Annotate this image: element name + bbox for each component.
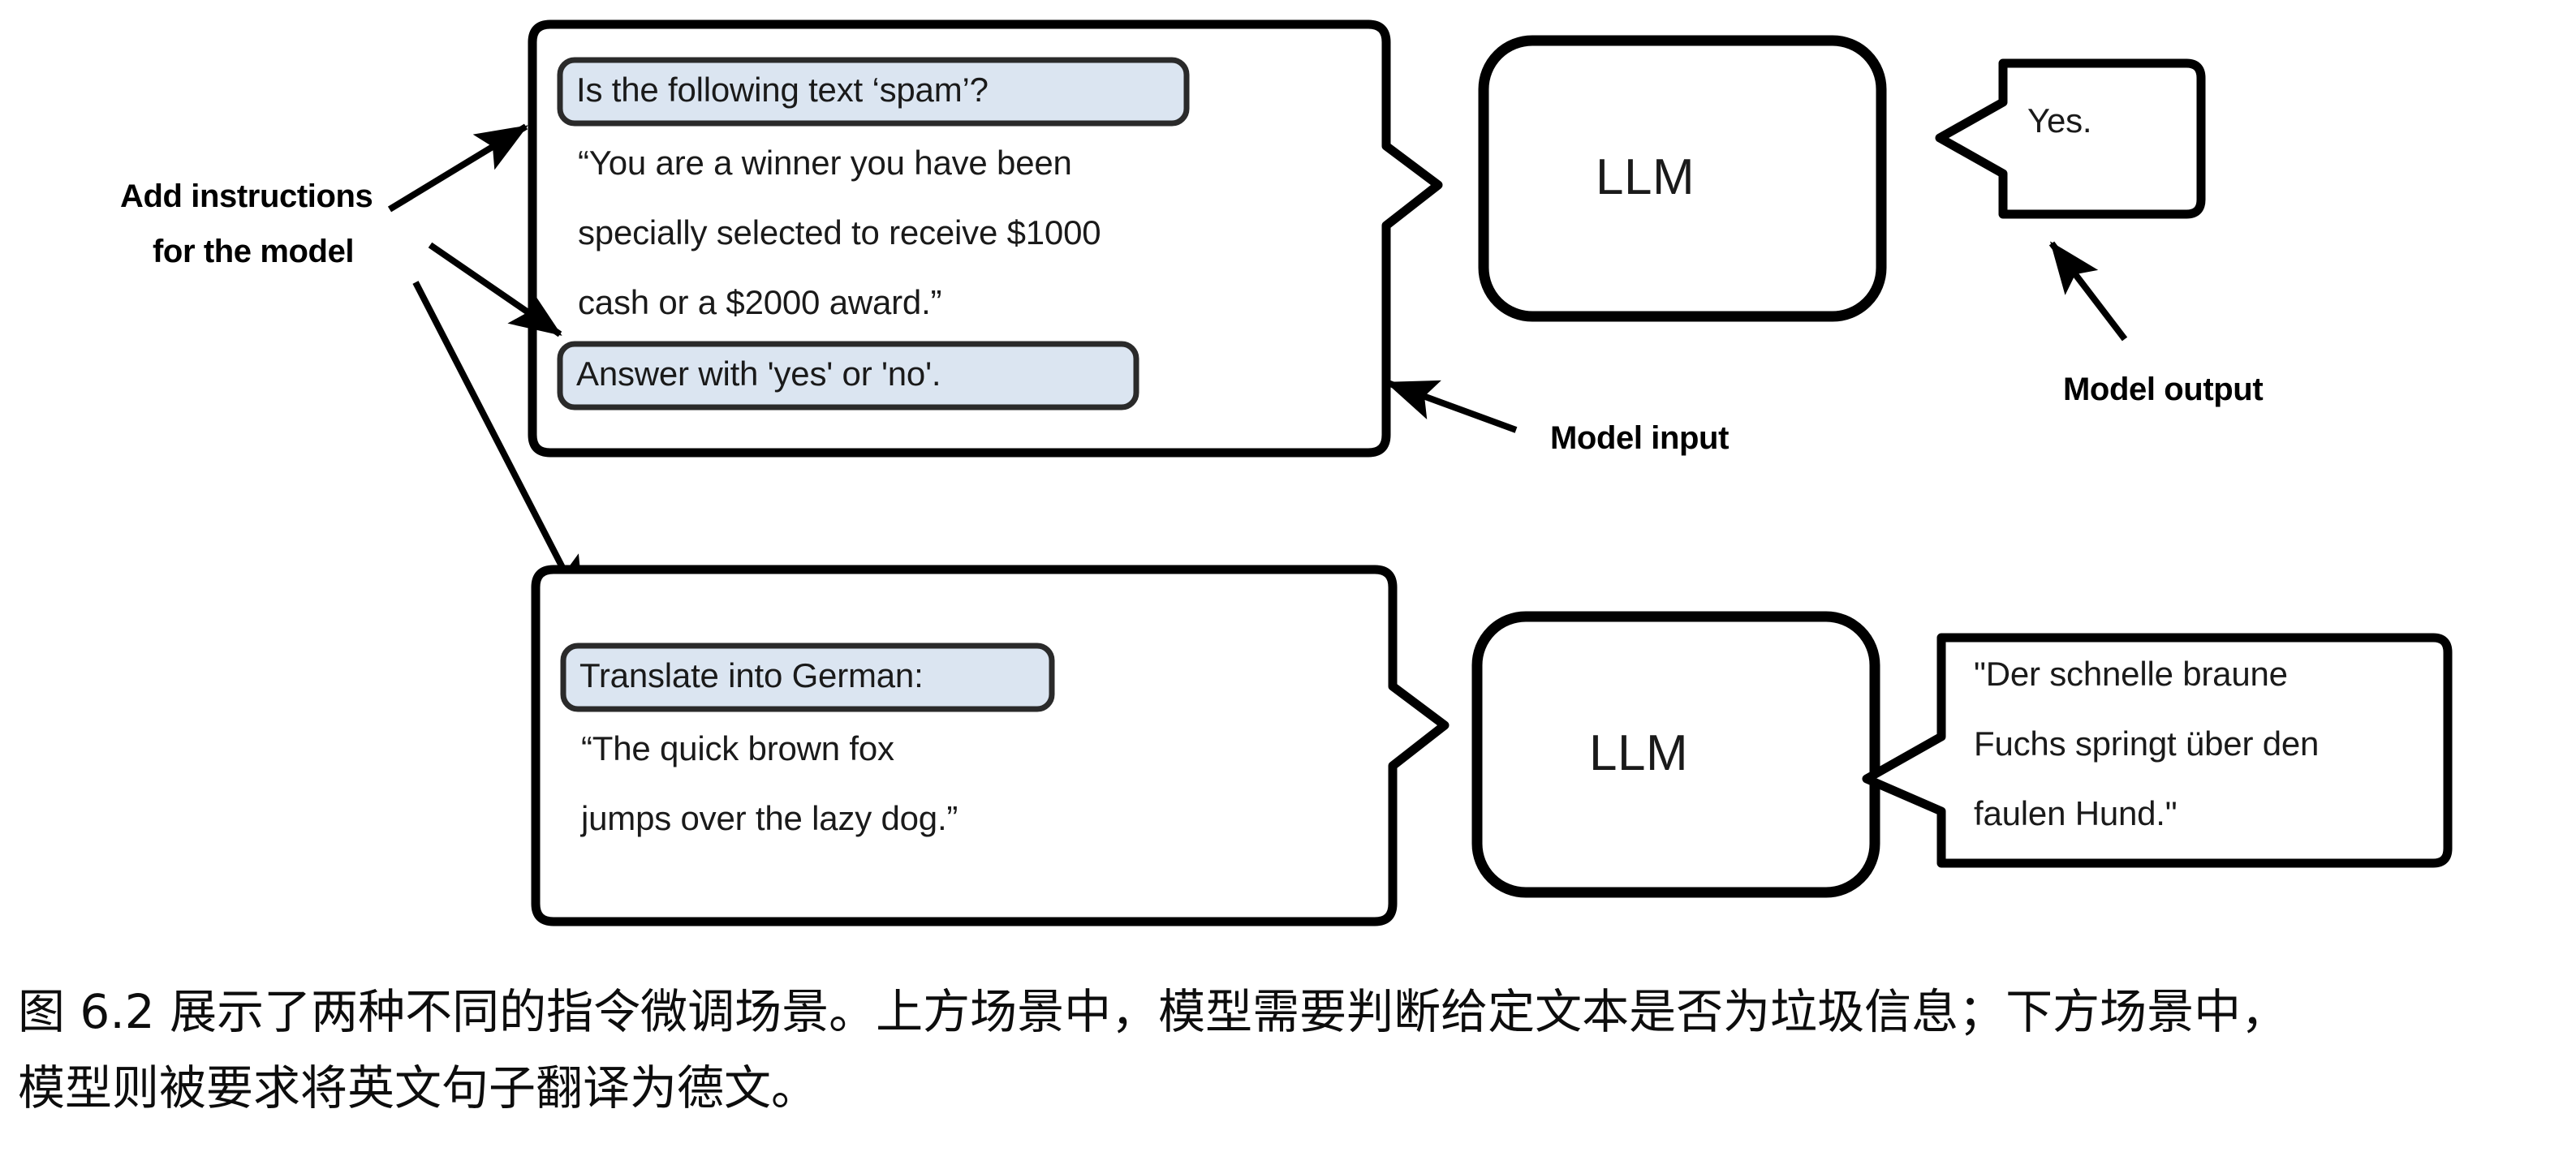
annotation-add-instructions-line2: for the model (153, 234, 355, 269)
prompt-line-spam-2: specially selected to receive $1000 (578, 213, 1101, 251)
output-text-german-2: Fuchs springt über den (1974, 724, 2320, 763)
llm-box-translate (1471, 611, 1880, 898)
annotation-model-input: Model input (1550, 420, 1729, 456)
arrow-to-answer-format (428, 242, 562, 337)
prompt-line-spam-3: cash or a $2000 award.” (578, 283, 942, 321)
output-bubble-yes (1935, 58, 2206, 219)
annotation-add-instructions-line1: Add instructions (120, 178, 373, 214)
prompt-line-translate-1: “The quick brown fox (581, 729, 894, 767)
caption-line-2: 模型则被要求将英文句子翻译为德文。 (18, 1060, 819, 1115)
llm-label-spam: LLM (1596, 149, 1695, 205)
arrow-to-spam-question (387, 123, 528, 213)
annotation-model-output: Model output (2063, 372, 2264, 407)
prompt-line-translate-2: jumps over the lazy dog.” (581, 799, 958, 837)
highlight-pill-translate-instruction (560, 643, 1055, 712)
prompt-line-spam-1: “You are a winner you have been (578, 144, 1072, 182)
output-text-yes: Yes. (2027, 101, 2092, 140)
output-text-german-1: "Der schnelle braune (1974, 655, 2288, 693)
instruction-text-translate: Translate into German: (579, 656, 924, 694)
output-text-german-3: faulen Hund." (1974, 794, 2178, 832)
highlight-pill-answer-format (557, 341, 1139, 411)
instruction-text-answer-format: Answer with 'yes' or 'no'. (576, 355, 941, 393)
instruction-text-spam-question: Is the following text ‘spam’? (576, 71, 989, 109)
highlight-pill-spam-question (557, 57, 1190, 127)
output-bubble-german (1862, 633, 2453, 868)
arrow-model-input (1385, 380, 1518, 433)
caption-line-1: 图 6.2 展示了两种不同的指令微调场景。上方场景中，模型需要判断给定文本是否为… (18, 984, 2289, 1039)
arrow-to-translate-instruction (412, 281, 586, 609)
llm-box-spam (1478, 35, 1887, 322)
arrow-model-output (2048, 241, 2128, 342)
llm-label-translate: LLM (1589, 725, 1689, 781)
